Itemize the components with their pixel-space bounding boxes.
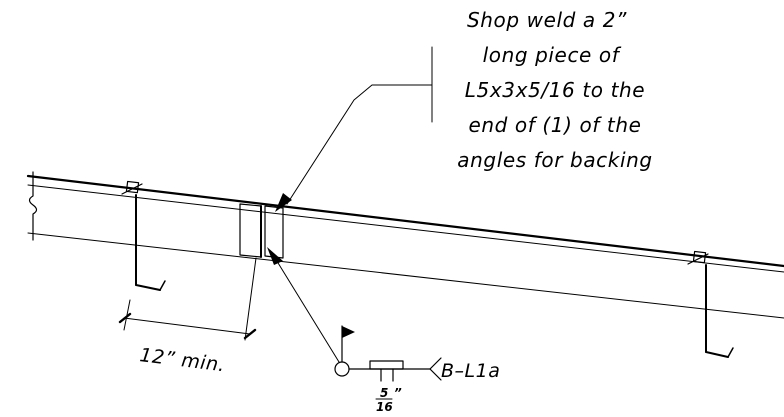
purlin-bolt-left (125, 180, 140, 194)
note-line-2: long piece of (483, 43, 622, 67)
weld-reference-text: B–L1a (441, 360, 500, 382)
purlin-bolt-right (692, 250, 707, 264)
weld-all-around-circle (334, 361, 350, 377)
dim-line (123, 317, 251, 335)
weld-arrowhead (267, 247, 283, 265)
purlin-right-flange (687, 253, 709, 265)
dimension-label: 12” min. (138, 344, 226, 376)
dimension-12-min: 12” min. (118, 257, 257, 376)
note-line-5: angles for backing (457, 148, 652, 172)
weld-tail-upper (429, 357, 442, 370)
beam (26, 174, 784, 319)
dim-tick-right (243, 328, 257, 340)
purlin-left-bottom-flange (135, 284, 161, 291)
weld-size-unit: ” (394, 386, 402, 400)
purlin-right (687, 250, 734, 358)
purlin-left-lip (159, 280, 166, 291)
note-line-3: L5x3x5/16 to the (465, 78, 645, 102)
backing-angles (239, 203, 284, 259)
note-line-1: Shop weld a 2” (467, 8, 627, 32)
dim-extension-right (244, 257, 257, 341)
weld-arrow-line (274, 257, 340, 363)
note-line-4: end of (1) of the (468, 113, 641, 137)
beam-top-edge (26, 174, 784, 268)
field-weld-flag (342, 326, 355, 338)
purlin-right-lip (727, 347, 734, 358)
weld-size-denominator: 16 (376, 400, 393, 414)
beam-top-flange-line (27, 184, 784, 273)
beam-bottom-edge (27, 232, 784, 319)
shop-weld-note: Shop weld a 2” long piece of L5x3x5/16 t… (457, 8, 652, 172)
purlin-right-bottom-flange (705, 351, 729, 358)
note-leader-line (286, 84, 433, 205)
purlin-left (121, 180, 166, 291)
break-line (28, 171, 38, 241)
weld-tail-lower (429, 368, 442, 381)
note-leader-arrowhead (275, 193, 292, 212)
dim-tick-left (118, 312, 132, 324)
purlin-left-flange (121, 183, 143, 195)
note-leader (275, 46, 433, 212)
weld-size-numerator: 5 (380, 386, 388, 400)
backing-weld-symbol (369, 360, 404, 370)
weld-symbol: B–L1a 5 ” 16 (267, 247, 500, 414)
